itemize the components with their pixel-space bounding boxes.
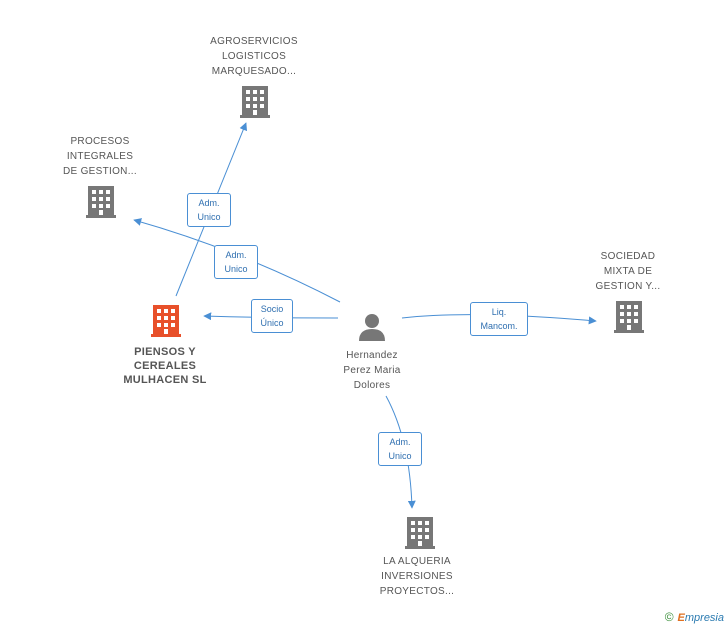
building-icon[interactable] xyxy=(405,517,435,549)
node-label-piensos[interactable]: PIENSOS Y CEREALES MULHACEN SL xyxy=(123,346,207,386)
brand-logo: ©Empresia xyxy=(664,610,724,624)
node-label-sociedad[interactable]: SOCIEDAD MIXTA DE GESTION Y... xyxy=(595,251,661,292)
node-label-procesos[interactable]: PROCESOS INTEGRALES DE GESTION... xyxy=(63,136,137,177)
building-icon[interactable] xyxy=(86,186,116,218)
person-icon[interactable] xyxy=(359,314,385,341)
node-label-agroservicios[interactable]: AGROSERVICIOS LOGISTICOS MARQUESADO... xyxy=(210,36,298,77)
building-icon-main[interactable] xyxy=(151,305,181,337)
node-label-alqueria[interactable]: LA ALQUERIA INVERSIONES PROYECTOS... xyxy=(379,556,455,597)
edge-label-piensos-agroservicios: Adm. Unico xyxy=(187,193,231,227)
edge-label-person-piensos: Socio Único xyxy=(251,299,293,333)
building-icon[interactable] xyxy=(240,86,270,118)
edge-label-person-alqueria: Adm. Unico xyxy=(378,432,422,466)
edge-label-person-sociedad: Liq. Mancom. xyxy=(470,302,528,336)
edge-label-person-procesos: Adm. Unico xyxy=(214,245,258,279)
node-label-person[interactable]: Hernandez Perez Maria Dolores xyxy=(343,350,401,391)
building-icon[interactable] xyxy=(614,301,644,333)
copyright-icon: © xyxy=(664,610,674,624)
